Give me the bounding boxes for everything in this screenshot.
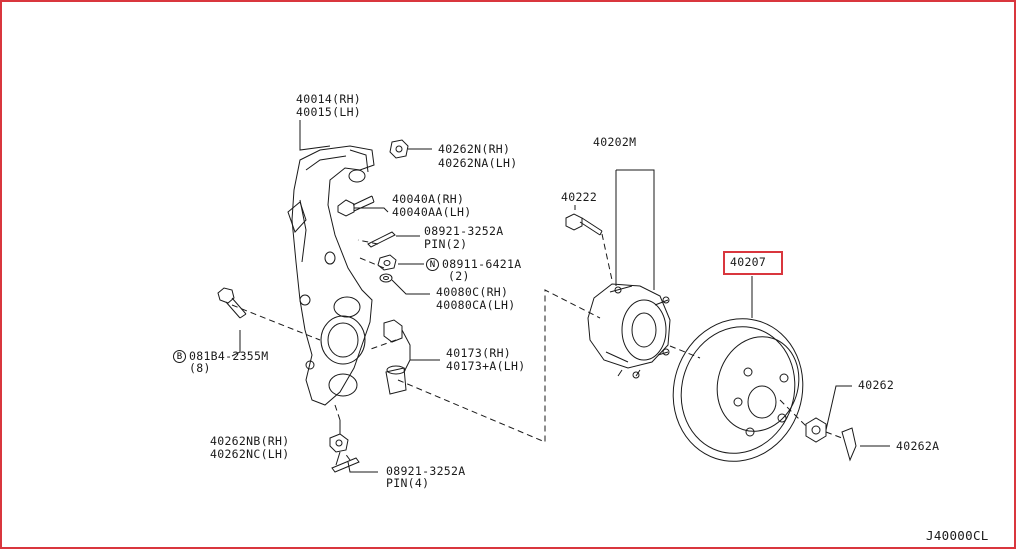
diagram-code: J40000CL xyxy=(926,528,989,543)
label-washer-lh: 40080CA(LH) xyxy=(436,298,516,312)
label-nut-n-qty: (2) xyxy=(448,269,470,283)
steering-knuckle xyxy=(287,145,375,406)
label-bolt-top-lh: 40040AA(LH) xyxy=(392,205,472,219)
bolt-top xyxy=(337,195,375,217)
hub-bolt xyxy=(565,213,603,236)
cotter-pin xyxy=(841,427,857,462)
label-rotor: 40207 xyxy=(730,255,767,269)
washer xyxy=(379,273,393,283)
bolt-left-symbol: B xyxy=(173,350,186,363)
label-hub-bolt: 40222 xyxy=(561,190,598,204)
label-knuckle-rh: 40014(RH) xyxy=(296,92,362,106)
label-pin-bottom-part: 08921-3252A xyxy=(386,464,466,478)
label-hub-nut: 40262 xyxy=(858,378,895,392)
label-nut-n-part: 08911-6421A xyxy=(442,257,522,271)
label-pin-top-part: 08921-3252A xyxy=(424,224,504,238)
label-nut-bottom-lh: 40262NC(LH) xyxy=(210,447,290,461)
bolt-left xyxy=(217,287,247,319)
hub-assembly xyxy=(587,283,671,379)
label-knuckle-lh: 40015(LH) xyxy=(296,105,362,119)
pin-bottom xyxy=(331,457,360,473)
label-bolt-top-rh: 40040A(RH) xyxy=(392,192,465,206)
nut-top xyxy=(389,139,409,159)
nut-bottom xyxy=(329,433,349,453)
pin-top xyxy=(367,231,396,248)
label-bushing-lh: 40173+A(LH) xyxy=(446,359,526,373)
assembly-lines xyxy=(231,233,843,461)
label-bolt-left-qty: (8) xyxy=(189,361,211,375)
label-bushing-rh: 40173(RH) xyxy=(446,346,512,360)
label-pin-top-qty: PIN(2) xyxy=(424,237,468,251)
label-bolt-left-part: 081B4-2355M xyxy=(189,349,269,363)
label-nut-top-lh: 40262NA(LH) xyxy=(438,156,518,170)
label-nut-bottom-rh: 40262NB(RH) xyxy=(210,434,290,448)
nut-n-symbol: N xyxy=(426,258,439,271)
label-hub-assembly: 40202M xyxy=(593,135,637,149)
brake-rotor xyxy=(672,318,804,462)
label-nut-top-rh: 40262N(RH) xyxy=(438,142,511,156)
label-cotter-pin: 40262A xyxy=(896,439,940,453)
label-washer-rh: 40080C(RH) xyxy=(436,285,509,299)
hub-nut xyxy=(805,417,827,443)
leader-lines xyxy=(231,120,890,473)
label-pin-bottom-qty: PIN(4) xyxy=(386,476,430,490)
rotor-highlight-box xyxy=(723,251,783,275)
nut-n xyxy=(377,254,397,271)
